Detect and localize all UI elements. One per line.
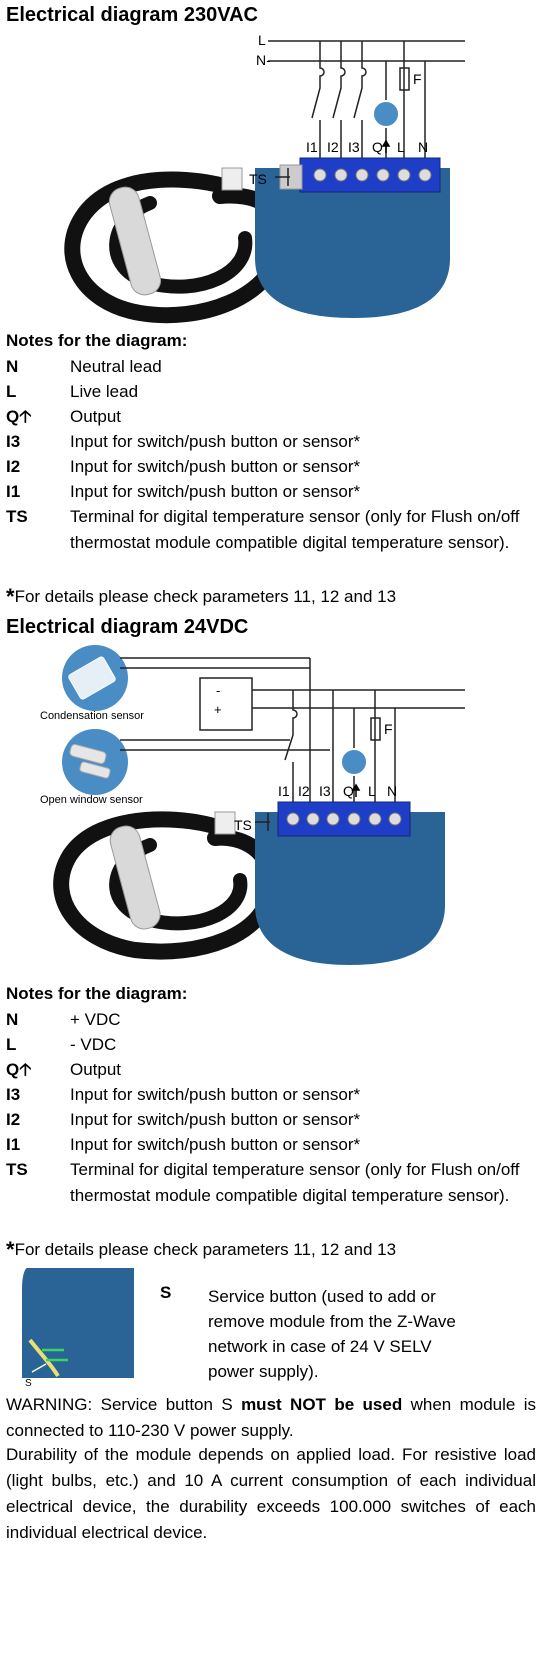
terminal-I1: I1 [278, 783, 290, 799]
label-TS: TS [234, 817, 252, 833]
warning-text: WARNING: Service button S must NOT be us… [6, 1395, 537, 1440]
terminal-I1: I1 [306, 139, 318, 155]
service-button-image-label: S [25, 1378, 32, 1388]
label-TS: TS [249, 171, 267, 187]
terminal-I2: I2 [327, 139, 339, 155]
arrow-up-icon: 🡡 [19, 407, 32, 426]
section1-title: Electrical diagram 230VAC [6, 4, 258, 26]
label-F: F [413, 71, 422, 87]
service-button-image: S [22, 1268, 134, 1388]
output-load-icon [372, 100, 400, 128]
footnote1: *For details please check parameters 11,… [6, 584, 397, 609]
terminal-N: N [418, 139, 428, 155]
diagram-24vdc: Condensation sensor Open window sensor -… [40, 645, 465, 965]
open-window-sensor-icon [62, 729, 128, 795]
terminal-I2: I2 [298, 783, 310, 799]
section2-title: Electrical diagram 24VDC [6, 616, 249, 638]
durability-text: Durability of the module depends on appl… [6, 1445, 536, 1542]
terminal-N: N [387, 783, 397, 799]
terminal-Q: Q [372, 139, 383, 155]
label-F: F [384, 721, 393, 737]
condensation-sensor-label: Condensation sensor [40, 710, 144, 722]
terminal-I3: I3 [319, 783, 331, 799]
module-body [255, 157, 450, 318]
label-minus: - [216, 683, 220, 698]
terminal-Q: Q [343, 783, 354, 799]
terminal-L: L [368, 783, 376, 799]
terminal-L: L [397, 139, 405, 155]
notes1-title: Notes for the diagram: [6, 331, 188, 350]
label-N: N- [256, 52, 271, 68]
notes2-title: Notes for the diagram: [6, 984, 188, 1003]
module-body [255, 801, 445, 965]
open-window-sensor-label: Open window sensor [40, 794, 143, 806]
temperature-sensor-cable-icon [64, 167, 290, 324]
arrow-up-icon [351, 783, 361, 797]
label-L: L [258, 32, 266, 48]
arrow-up-icon: 🡡 [19, 1060, 32, 1079]
condensation-sensor-icon [62, 645, 128, 711]
service-description: Service button (used to add or remove mo… [208, 1287, 456, 1381]
output-load-icon [340, 748, 368, 776]
diagram-230vac: L N- F TS I1 I2 I3 Q L N [64, 32, 465, 324]
arrow-up-icon [381, 139, 391, 153]
terminal-I3: I3 [348, 139, 360, 155]
service-key: S [160, 1283, 172, 1302]
footnote2: *For details please check parameters 11,… [6, 1237, 397, 1262]
label-plus: + [214, 702, 222, 717]
